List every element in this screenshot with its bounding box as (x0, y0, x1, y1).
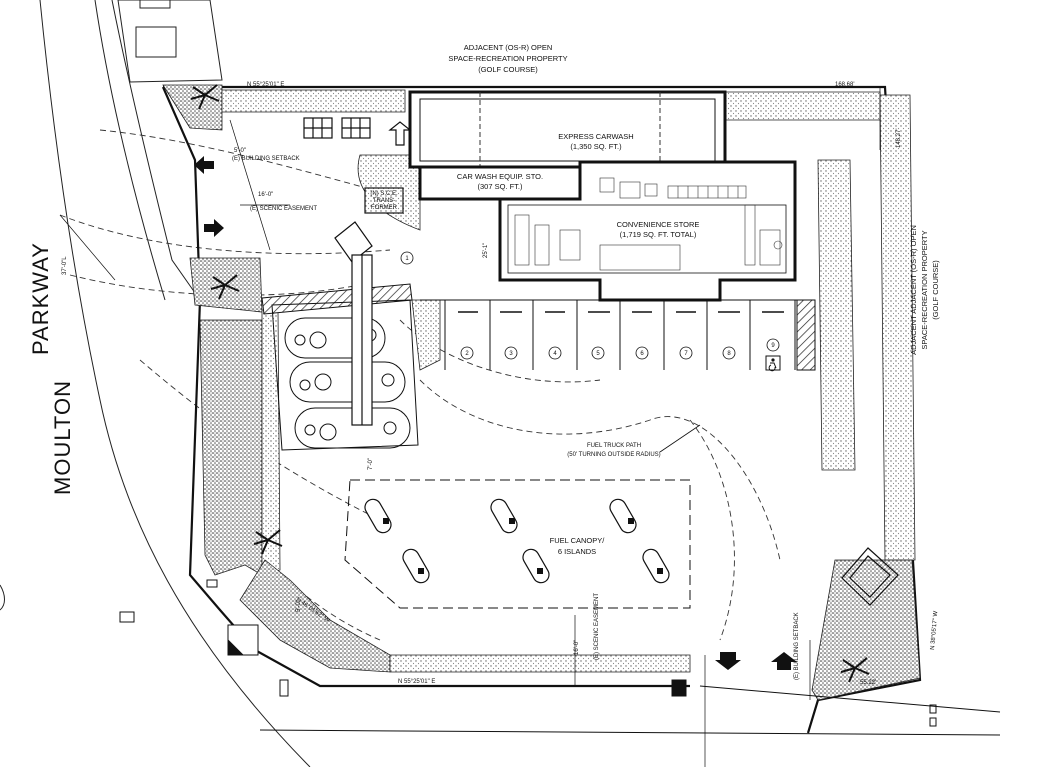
dim-scenic-16: 16'-0" (258, 192, 273, 198)
dim-row-left: 37'-0"L (62, 256, 68, 275)
store-area: (1,719 SQ. FT. TOTAL) (620, 230, 697, 239)
equipment-cells (303, 117, 412, 146)
adjacent-top-3: (GOLF COURSE) (478, 65, 538, 74)
transformer-line1: (N) S.C.E. (370, 191, 398, 197)
dim-bottom-16: 16'-0" (574, 640, 580, 655)
dim-setback-5: 5'-0" (234, 148, 246, 154)
dim-drive-width: 25'-1" (483, 243, 489, 258)
annotations: N 55°25'01" E N 55°25'01" E N 38°05'17" … (62, 82, 939, 686)
parking-row (420, 299, 810, 370)
store-name: CONVENIENCE STORE (617, 220, 700, 229)
hatch-strips (261, 283, 816, 371)
dimension-lines (59, 88, 881, 767)
adjacent-right: ADJACENT ADJACENT (OS-R) OPEN SPACE-RECR… (909, 225, 940, 355)
adjacent-top-2: SPACE-RECREATION PROPERTY (448, 54, 567, 63)
dim-right-side: 148.27' (896, 129, 902, 149)
equip-building: CAR WASH EQUIP. STO. (307 SQ. FT.) (418, 165, 582, 201)
dim-setback-label: (E) BUILDING SETBACK (232, 156, 300, 162)
canopy-islands: 6 ISLANDS (558, 547, 596, 556)
street-name: MOULTON PARKWAY (28, 242, 75, 495)
dim-bottom-right: 55.22' (860, 680, 876, 686)
equip-area: (307 SQ. FT.) (477, 182, 523, 191)
carwash-area: (1,350 SQ. FT.) (570, 142, 622, 151)
stall-label: 7 (684, 351, 688, 357)
dim-top-right: 168.68' (835, 82, 855, 88)
dim-seven: 7'-0" (368, 458, 374, 470)
property-line (161, 85, 922, 734)
adjacent-top-1: ADJACENT (OS-R) OPEN (464, 43, 553, 52)
stall-label: 5 (596, 351, 600, 357)
stall-label: 4 (553, 351, 557, 357)
stall-label: 8 (727, 351, 731, 357)
palm-tree-icon (190, 84, 870, 683)
street-word-2: PARKWAY (28, 242, 53, 355)
truck-path-label: FUEL TRUCK PATH (50' TURNING OUTSIDE RAD… (567, 424, 701, 458)
stall-label: 9 (771, 343, 775, 349)
transformer-line2: TRANS- (373, 198, 395, 204)
stall-label: 2 (465, 351, 469, 357)
fuel-islands (364, 498, 670, 584)
adjacent-right-1: ADJACENT ADJACENT (OS-R) OPEN (909, 225, 918, 355)
bearing-bottom: N 55°25'01" E (398, 679, 435, 685)
store-building: CONVENIENCE STORE (1,719 SQ. FT. TOTAL) (498, 160, 797, 302)
carwash-name: EXPRESS CARWASH (558, 132, 633, 141)
stall-label: 6 (640, 351, 644, 357)
canopy-name: FUEL CANOPY/ (550, 536, 606, 545)
gazebo (841, 547, 899, 606)
site-fixtures (119, 579, 1001, 736)
bearing-right: N 38°05'17" W (930, 610, 939, 650)
fuel-truck (334, 221, 373, 426)
dim-setback-bottom: (E) BUILDING SETBACK (794, 612, 800, 680)
truck-path-line2: (50' TURNING OUTSIDE RADIUS) (567, 452, 660, 458)
traffic-arrow-icon (194, 156, 797, 670)
fuel-pump-icon (383, 518, 663, 574)
stall-numbers (400, 251, 780, 360)
carwash-building: EXPRESS CARWASH (1,350 SQ. FT.) (408, 90, 727, 169)
adjacent-right-2: SPACE-RECREATION PROPERTY (920, 230, 929, 349)
dim-side-left: 5'-0" (296, 600, 302, 612)
tank-area (271, 299, 419, 451)
adjacent-right-3: (GOLF COURSE) (931, 260, 940, 320)
stall-label: 1 (405, 256, 409, 262)
road-edges (0, 0, 311, 767)
fuel-canopy: FUEL CANOPY/ 6 ISLANDS (344, 479, 691, 609)
equip-name: CAR WASH EQUIP. STO. (457, 172, 543, 181)
adjacent-top: ADJACENT (OS-R) OPEN SPACE-RECREATION PR… (448, 43, 567, 74)
dim-bottom-scenic: (E) SCENIC EASEMENT (594, 593, 600, 660)
accessible-icon (765, 355, 781, 372)
transformer-line3: FORMER (371, 205, 398, 211)
transformer: (N) S.C.E. TRANS- FORMER (364, 187, 404, 214)
bearing-top-left: N 55°25'01" E (247, 82, 284, 88)
street-word-1: MOULTON (50, 380, 75, 495)
stall-label: 3 (509, 351, 513, 357)
neighbor-lot (117, 0, 223, 83)
stall-labels: 1 2 3 4 5 6 7 8 9 (405, 256, 775, 357)
dim-scenic-label: (E) SCENIC EASEMENT (250, 206, 317, 212)
truck-path-line1: FUEL TRUCK PATH (587, 443, 641, 449)
